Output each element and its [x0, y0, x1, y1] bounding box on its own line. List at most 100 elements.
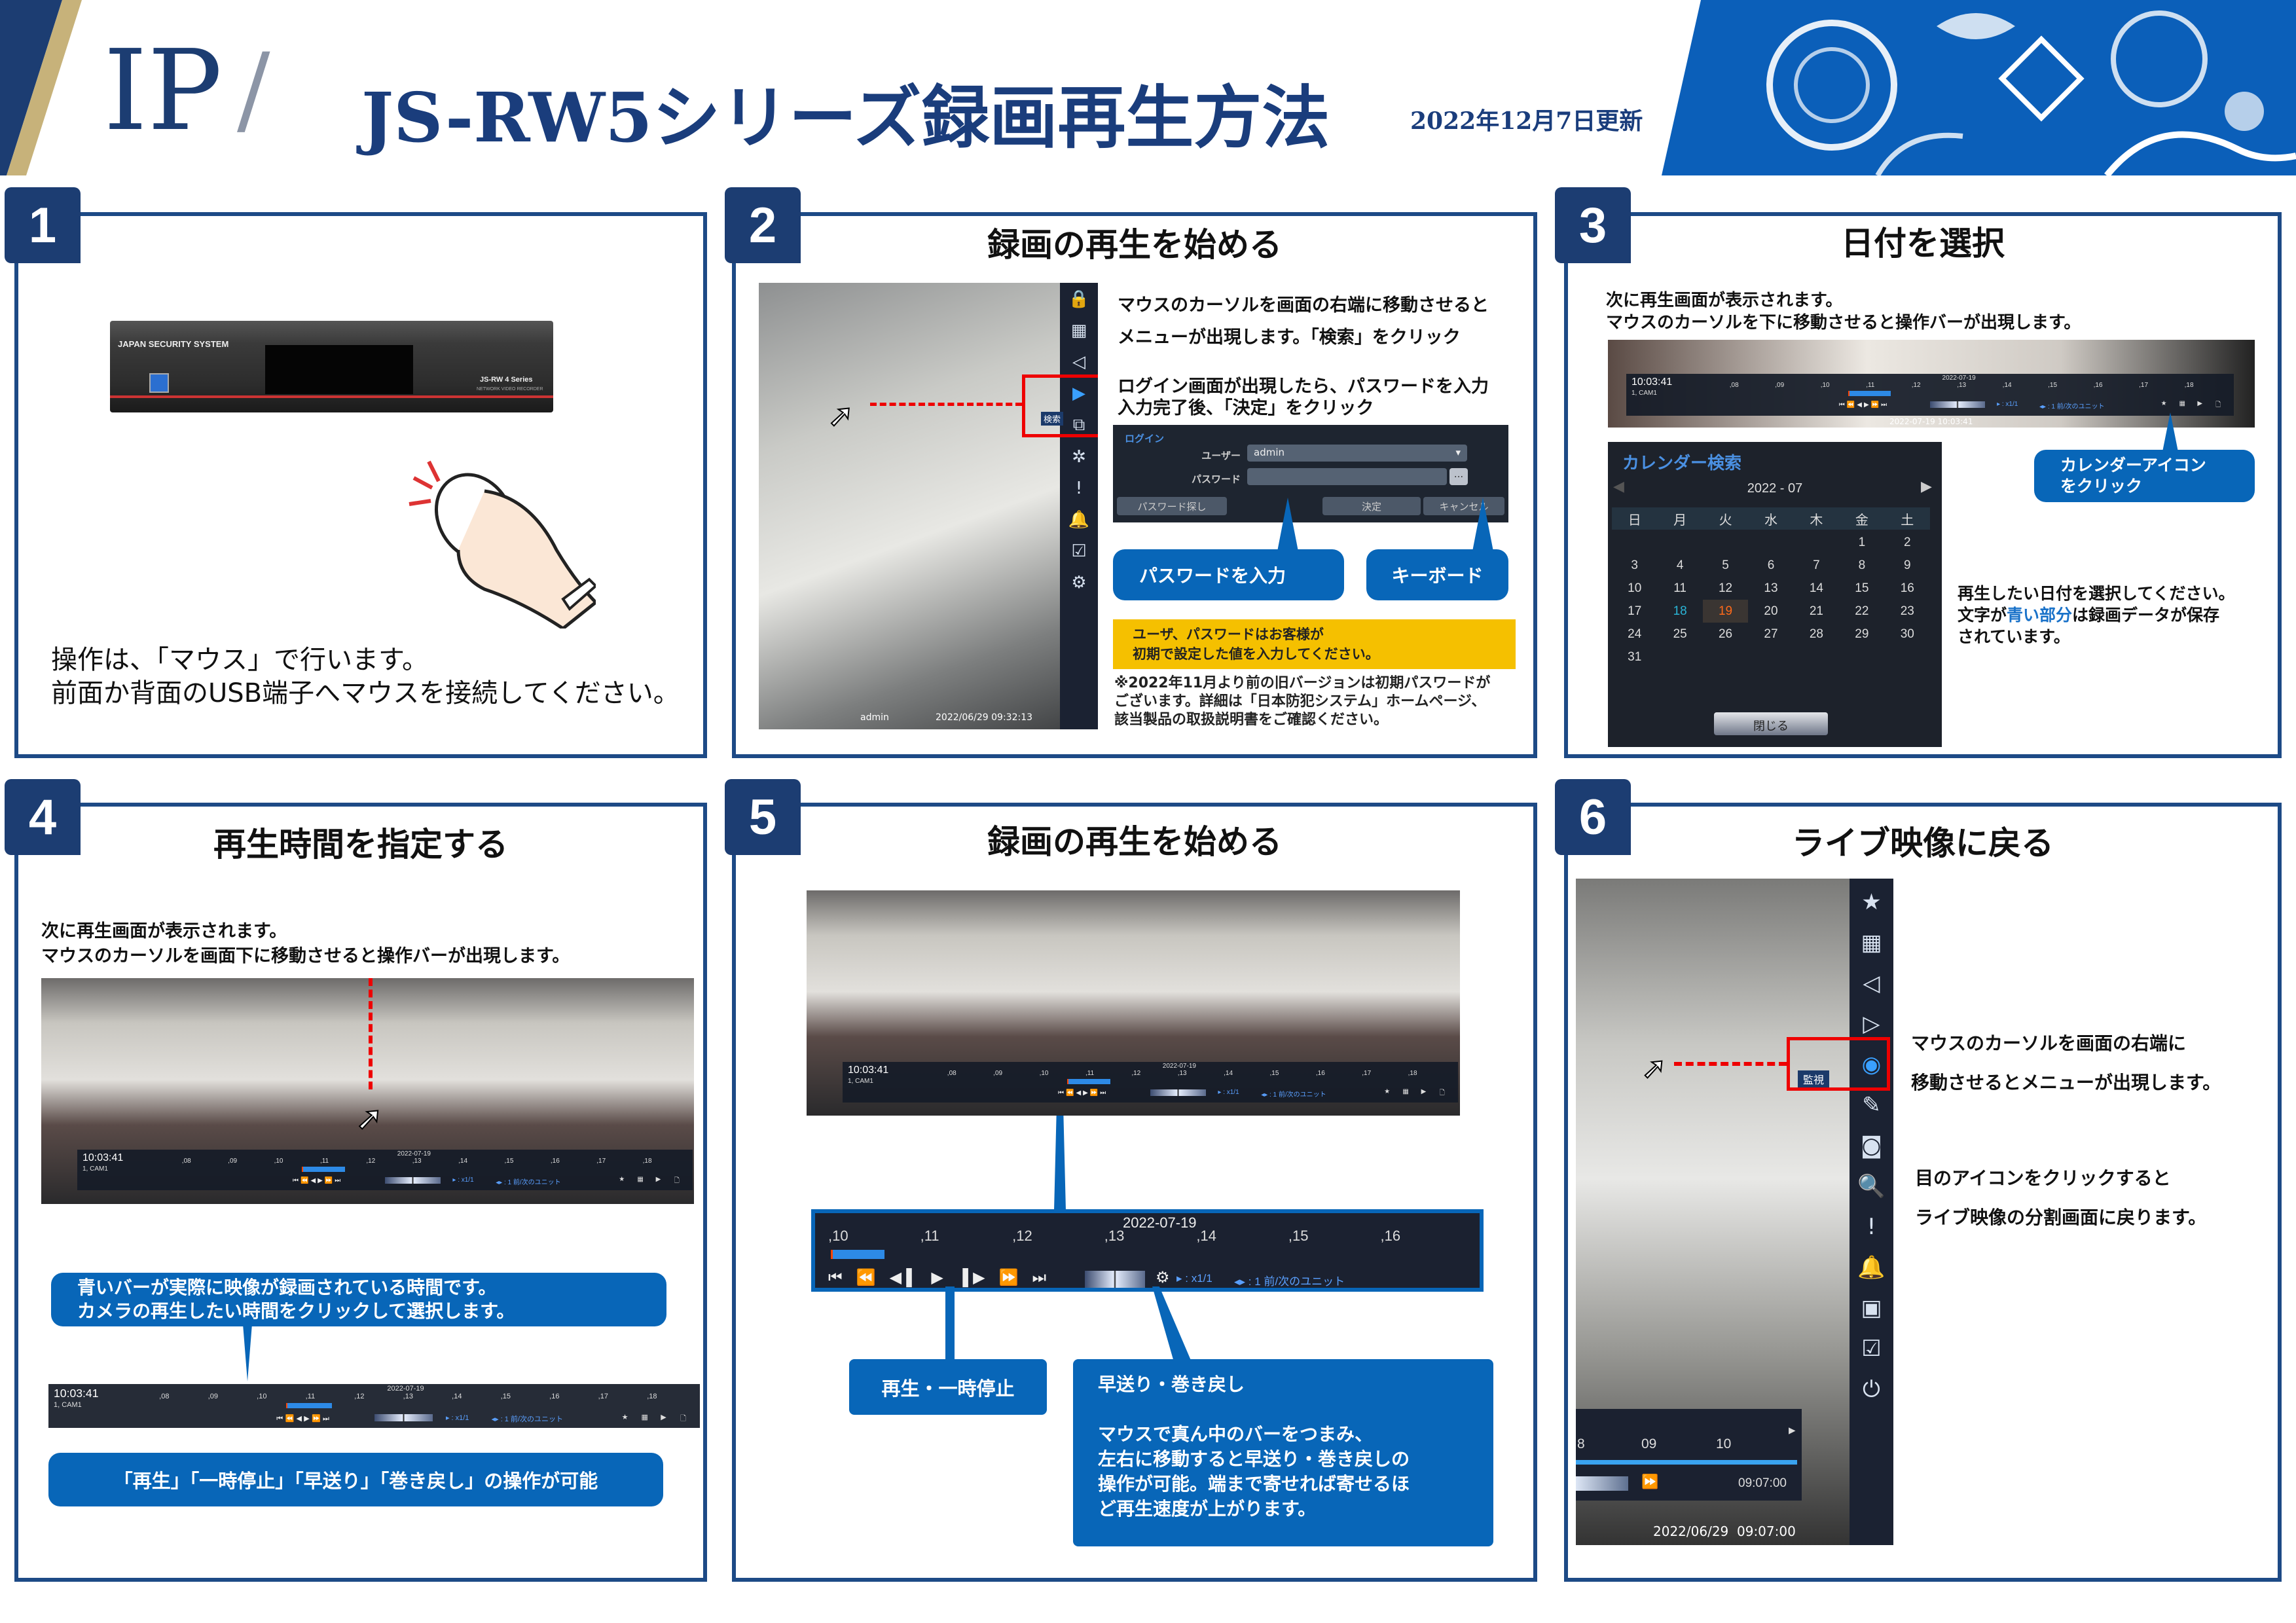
backup-icon[interactable]: ⧉	[1072, 415, 1085, 435]
next-month-arrow[interactable]: ▶	[1921, 478, 1932, 494]
alert-icon[interactable]: !	[1075, 479, 1083, 498]
calendar-day[interactable]: 6	[1767, 558, 1775, 572]
calendar-day[interactable]: 12	[1718, 581, 1733, 595]
calendar-day[interactable]: 11	[1673, 581, 1686, 595]
file-search-icon[interactable]: 🗋	[680, 1415, 686, 1423]
gear-icon[interactable]: ⚙	[1071, 573, 1087, 593]
power-icon[interactable]: ⏻	[1863, 1376, 1880, 1402]
password-input[interactable]	[1247, 468, 1447, 485]
bell-icon[interactable]: 🔔	[1857, 1254, 1886, 1281]
export-icon[interactable]: ▶	[2197, 400, 2203, 407]
calendar-day[interactable]: 31	[1628, 649, 1642, 664]
prev-month-arrow[interactable]: ◀	[1613, 478, 1624, 494]
calendar-day[interactable]: 27	[1764, 627, 1778, 641]
calendar-day[interactable]: 23	[1900, 604, 1914, 618]
shuttle-slider[interactable]	[1150, 1089, 1206, 1096]
calendar-day[interactable]: 2	[1903, 535, 1911, 549]
calendar-day[interactable]: 13	[1764, 581, 1778, 595]
playback-buttons[interactable]: ⏮ ⏪ ◀▌ ▶ ▐▶ ⏩ ⏭	[828, 1269, 1051, 1286]
shuttle-slider[interactable]	[385, 1177, 441, 1184]
calendar-icon[interactable]: ▦	[2179, 400, 2185, 407]
step-2-text-4: 入力完了後、「決定」をクリック	[1118, 398, 1374, 418]
calendar-day[interactable]: 10	[1628, 581, 1642, 595]
calendar-day[interactable]: 24	[1628, 627, 1642, 641]
bar-date: 2022-07-19	[1942, 374, 1976, 382]
calendar-day[interactable]: 15	[1855, 581, 1869, 595]
eye-icon[interactable]: ◉	[1861, 1051, 1882, 1078]
star-icon[interactable]: ★	[621, 1413, 629, 1421]
calendar-day[interactable]: 5	[1722, 558, 1729, 572]
calendar-day[interactable]: 16	[1900, 581, 1914, 595]
calendar-day[interactable]: 29	[1855, 627, 1869, 641]
export-icon[interactable]: ▶	[661, 1413, 666, 1421]
calendar-day[interactable]: 19	[1702, 600, 1749, 623]
calendar-close-button[interactable]: 閉じる	[1714, 712, 1828, 735]
file-search-icon[interactable]: 🗋	[2215, 401, 2221, 409]
calendar-day[interactable]: 21	[1809, 604, 1823, 618]
calendar-day[interactable]: 17	[1628, 604, 1642, 618]
right-text-1: 再生したい日付を選択してください。	[1958, 584, 2235, 603]
zoomed-date: 2022-07-19	[1123, 1214, 1197, 1231]
save-icon[interactable]: ▣	[1861, 1295, 1882, 1321]
search-menu-highlight[interactable]: 検索	[1022, 374, 1098, 437]
keyboard-button[interactable]: ...	[1449, 468, 1468, 485]
calendar-day[interactable]: 1	[1858, 535, 1866, 549]
back-icon[interactable]: ◁	[1863, 970, 1880, 996]
playback-buttons[interactable]: ⏮⏪◀▶⏩⏭	[1058, 1089, 1108, 1097]
calendar-day[interactable]: 4	[1676, 558, 1684, 572]
calendar-day[interactable]: 3	[1631, 558, 1638, 572]
grid-icon[interactable]: ▦	[1861, 930, 1882, 956]
unit-label: ◂▸ : 1 前/次のユニット	[1261, 1091, 1326, 1099]
check-icon[interactable]: ☑	[1861, 1336, 1882, 1362]
camera-icon[interactable]: ◙	[1861, 1133, 1882, 1159]
star-icon[interactable]: ★	[619, 1176, 625, 1183]
calendar-day[interactable]: 8	[1858, 558, 1866, 572]
lock-icon[interactable]: 🔒	[1068, 289, 1090, 309]
file-search-icon[interactable]: 🗋	[1439, 1089, 1445, 1097]
calendar-day[interactable]: 25	[1673, 627, 1687, 641]
calendar-icon[interactable]: ▦	[1402, 1088, 1409, 1095]
alert-icon[interactable]: !	[1867, 1214, 1876, 1240]
calendar-day[interactable]: 22	[1855, 604, 1869, 618]
gear-icon[interactable]: ⚙	[1156, 1269, 1170, 1286]
next-arrow[interactable]: ▸	[1789, 1423, 1796, 1438]
file-search-icon[interactable]: 🗋	[674, 1177, 680, 1184]
pen-icon[interactable]: ✎	[1862, 1092, 1881, 1118]
calendar-day[interactable]: 9	[1903, 558, 1911, 572]
search-play-icon[interactable]: ▶	[1072, 384, 1085, 403]
star-icon[interactable]: ★	[1861, 889, 1882, 915]
calendar-icon[interactable]: ▦	[641, 1413, 648, 1421]
shuttle-slider[interactable]	[1930, 401, 1985, 408]
export-icon[interactable]: ▶	[655, 1176, 661, 1183]
calendar-day[interactable]: 7	[1813, 558, 1820, 572]
back-icon[interactable]: ◁	[1072, 352, 1085, 372]
calendar-day[interactable]: 20	[1764, 604, 1778, 618]
calendar-day[interactable]: 30	[1900, 627, 1914, 641]
playback-buttons[interactable]: ⏮⏪◀▶⏩⏭	[1838, 401, 1889, 409]
step-2-note: ※2022年11月より前の旧バージョンは初期パスワードが ございます。詳細は「日…	[1114, 674, 1490, 729]
shuttle-slider[interactable]	[1085, 1271, 1145, 1288]
calendar-day[interactable]: 14	[1809, 581, 1823, 595]
forward-icon[interactable]: ▷	[1863, 1011, 1880, 1037]
check-icon[interactable]: ☑	[1071, 541, 1087, 561]
ok-button[interactable]: 決定	[1322, 497, 1421, 515]
user-select[interactable]: admin▾	[1247, 445, 1467, 462]
live-menu-highlight[interactable]: 監視	[1787, 1037, 1890, 1091]
fast-forward-icon[interactable]: ⏩	[1641, 1474, 1659, 1489]
export-icon[interactable]: ▶	[1421, 1088, 1427, 1095]
playback-buttons[interactable]: ⏮⏪◀▶⏩⏭	[276, 1415, 332, 1423]
star-icon[interactable]: ★	[2160, 400, 2167, 407]
search-icon[interactable]: 🔍	[1857, 1173, 1886, 1199]
star-icon[interactable]: ★	[1384, 1088, 1391, 1095]
forgot-password-button[interactable]: パスワード探し	[1117, 497, 1227, 515]
settings-icon[interactable]: ✲	[1072, 447, 1086, 467]
calendar-icon[interactable]: ▦	[637, 1176, 644, 1183]
shuttle-slider[interactable]	[374, 1414, 433, 1422]
grid-icon[interactable]: ▦	[1070, 321, 1087, 340]
calendar-day[interactable]: 26	[1718, 627, 1733, 641]
shuttle-slider[interactable]	[1576, 1476, 1628, 1491]
bell-icon[interactable]: 🔔	[1068, 510, 1090, 530]
calendar-day[interactable]: 28	[1809, 627, 1823, 641]
calendar-day[interactable]: 18	[1673, 604, 1687, 618]
playback-buttons[interactable]: ⏮⏪◀▶⏩⏭	[293, 1177, 343, 1184]
